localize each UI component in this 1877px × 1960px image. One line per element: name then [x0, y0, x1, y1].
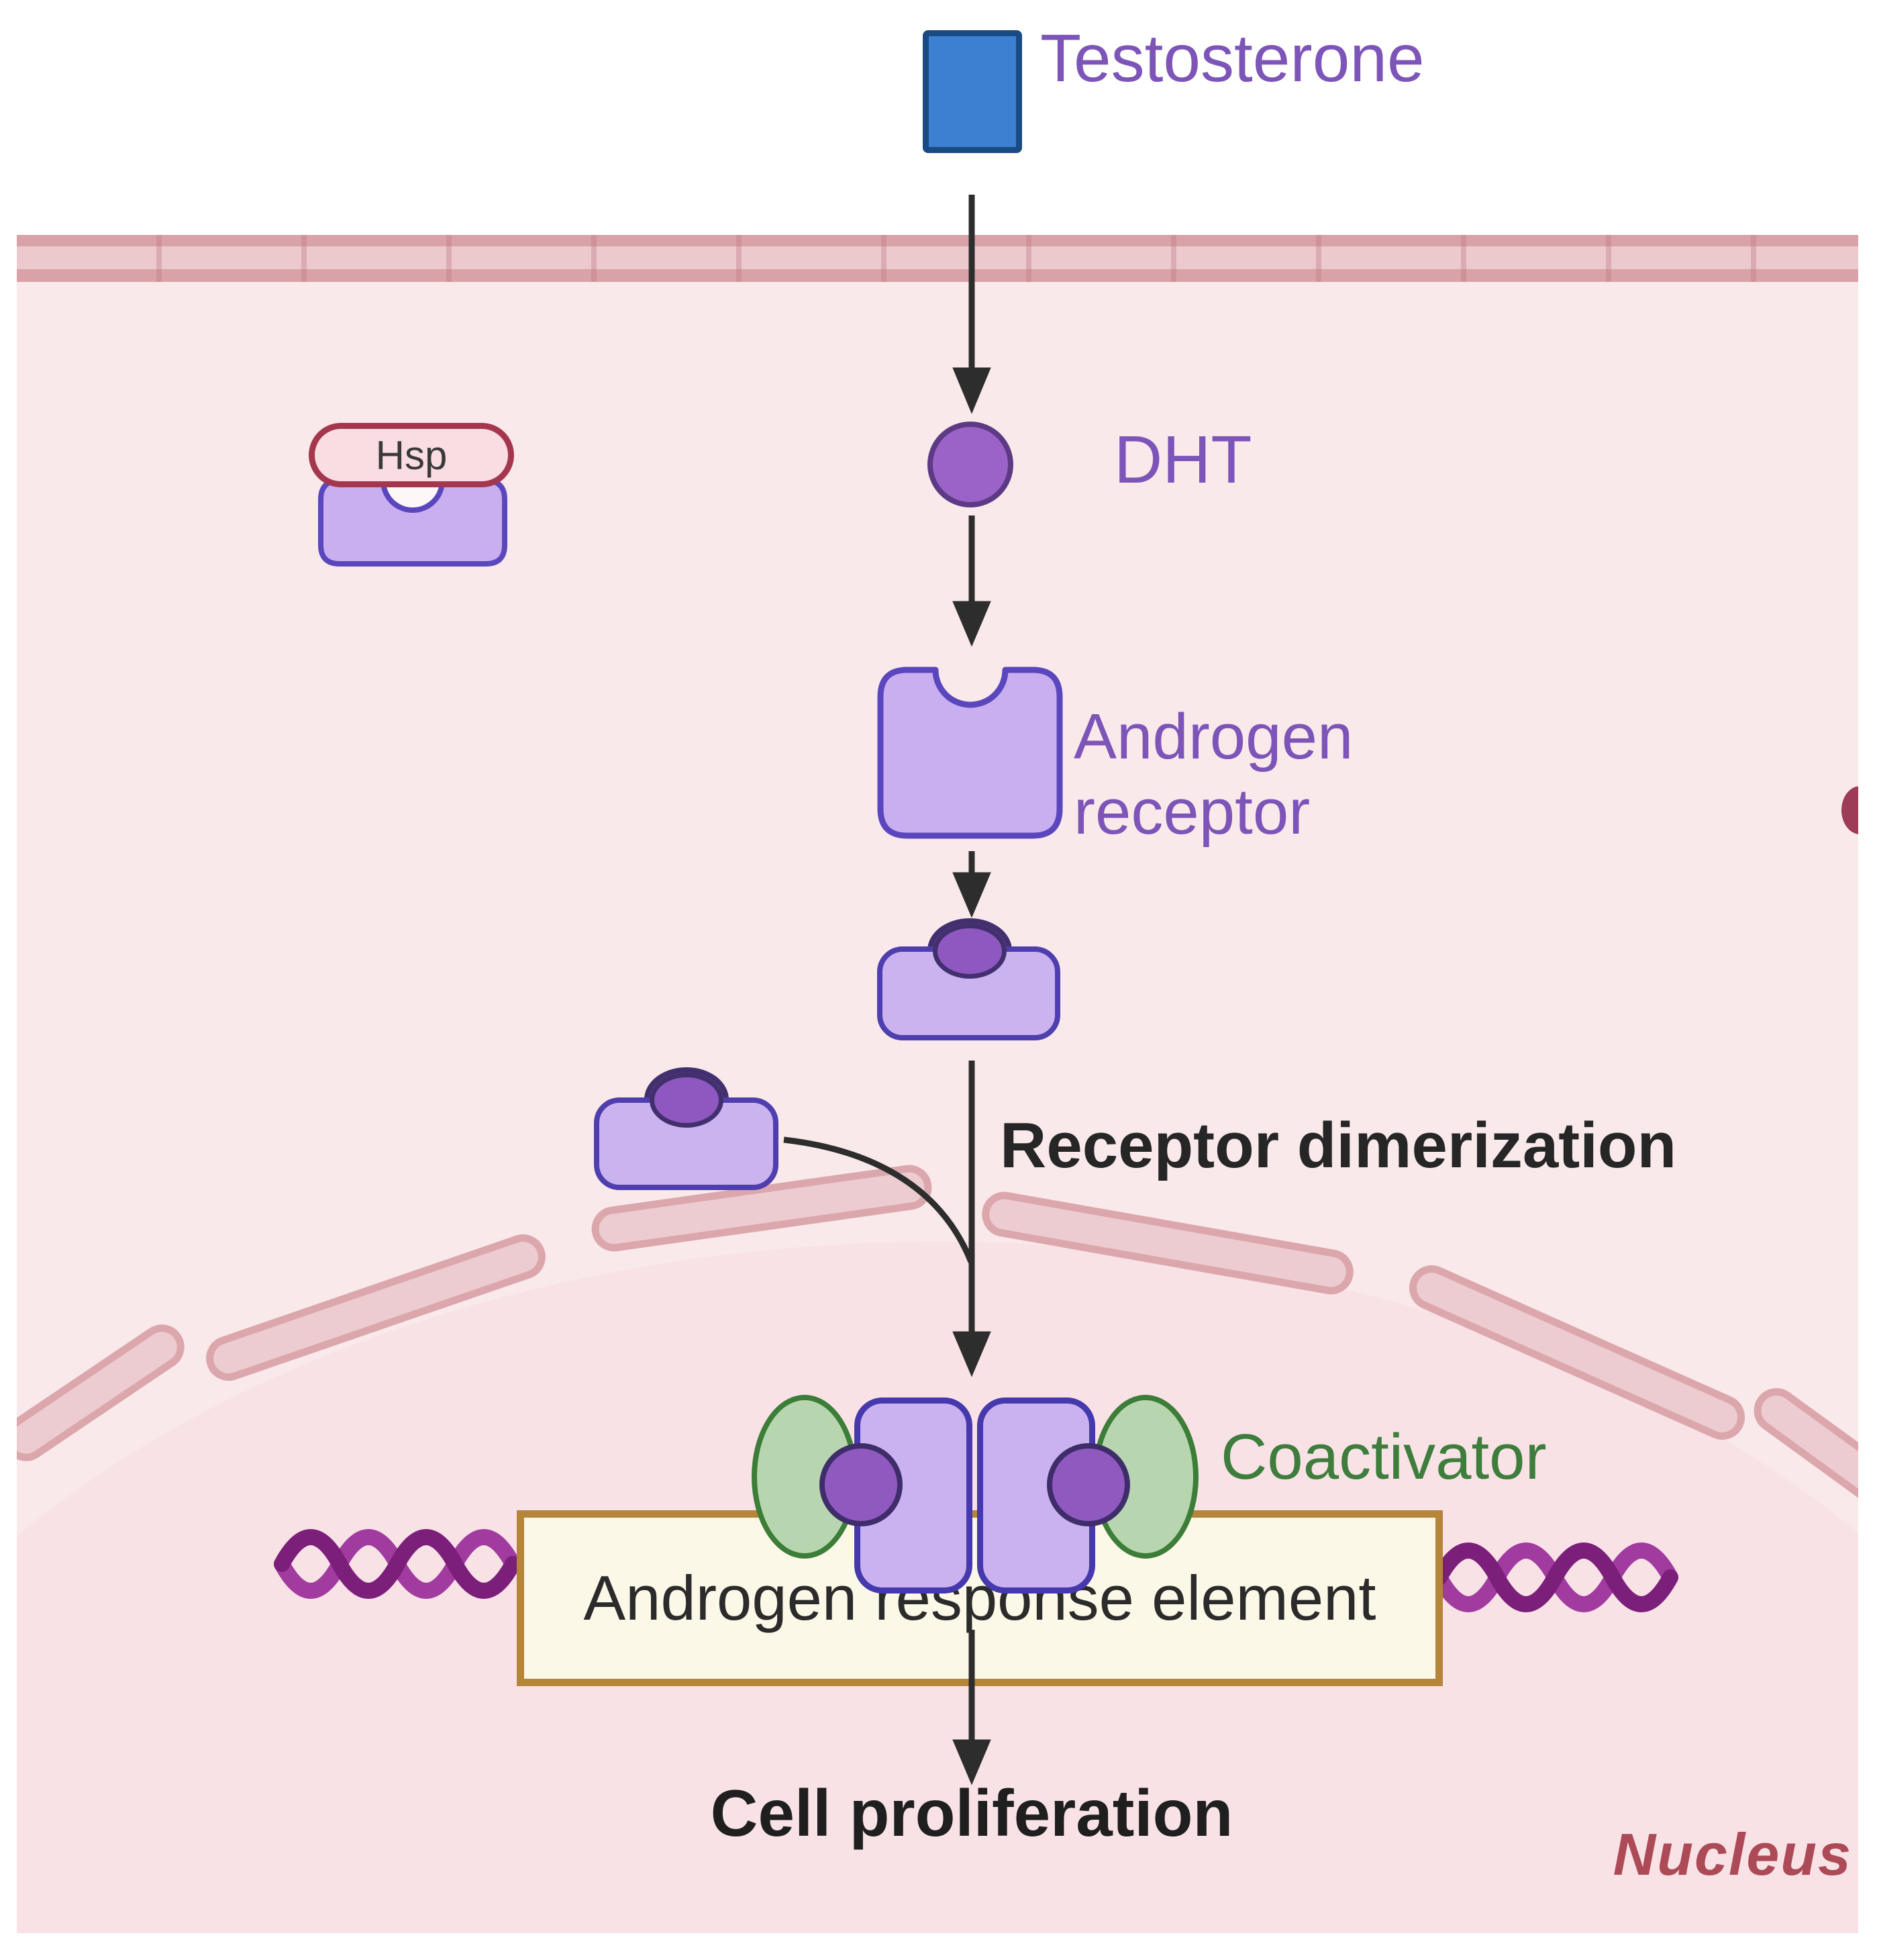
- androgen-receptor-label: Androgen receptor: [1074, 701, 1354, 848]
- hsp-pill: Hsp: [309, 423, 514, 487]
- nuclear-membrane-dash: [1409, 1265, 1745, 1440]
- arrow-testosterone-to-dht: [952, 195, 991, 414]
- testosterone-square-icon: [923, 30, 1022, 153]
- receptor-dimerization-label: Receptor dimerization: [1000, 1110, 1677, 1181]
- androgen-receptor-shape: [877, 667, 1063, 839]
- coactivator-label: Coactivator: [1221, 1421, 1547, 1493]
- arrow-are-to-proliferation: [952, 1630, 991, 1785]
- testosterone-label: Testosterone: [1040, 21, 1425, 96]
- membrane-protein-partial: [1841, 786, 1858, 834]
- dht-circle-icon: [927, 422, 1013, 507]
- dht-label: DHT: [1114, 422, 1252, 497]
- nuclear-membrane-dash: [982, 1191, 1354, 1295]
- hsp-label: Hsp: [375, 432, 448, 478]
- cell-vector-layer: [17, 786, 1858, 1612]
- plasma-membrane: [17, 235, 1858, 282]
- cell-body: [17, 235, 1858, 1933]
- nuclear-membrane-dash: [591, 1165, 932, 1252]
- arrow-receptor-to-complex: [952, 851, 991, 918]
- nuclear-membrane-dash: [1754, 1388, 1858, 1545]
- cell-proliferation-label: Cell proliferation: [710, 1776, 1233, 1850]
- nuclear-envelope: [17, 1165, 1858, 1545]
- hsp-bound-receptor-shape: [318, 478, 507, 567]
- arrow-dimerization-to-nucleus: [952, 1061, 991, 1377]
- nucleus-label: Nucleus: [1613, 1821, 1852, 1888]
- bound-dht-ligand-top: [650, 1073, 723, 1128]
- membrane-segment-seams: [17, 235, 1858, 282]
- bound-dht-ligand-top: [933, 924, 1007, 979]
- dna-helix-right: [1431, 1542, 1678, 1612]
- dna-helix-left: [274, 1529, 521, 1599]
- arrow-dht-to-receptor: [952, 516, 991, 647]
- curved-arrow-second-monomer: [783, 1136, 974, 1263]
- dimer-ligand-left: [819, 1443, 903, 1526]
- dimer-ligand-right: [1047, 1443, 1130, 1526]
- nuclear-membrane-dash: [17, 1324, 185, 1461]
- nuclear-membrane-dash: [206, 1234, 546, 1381]
